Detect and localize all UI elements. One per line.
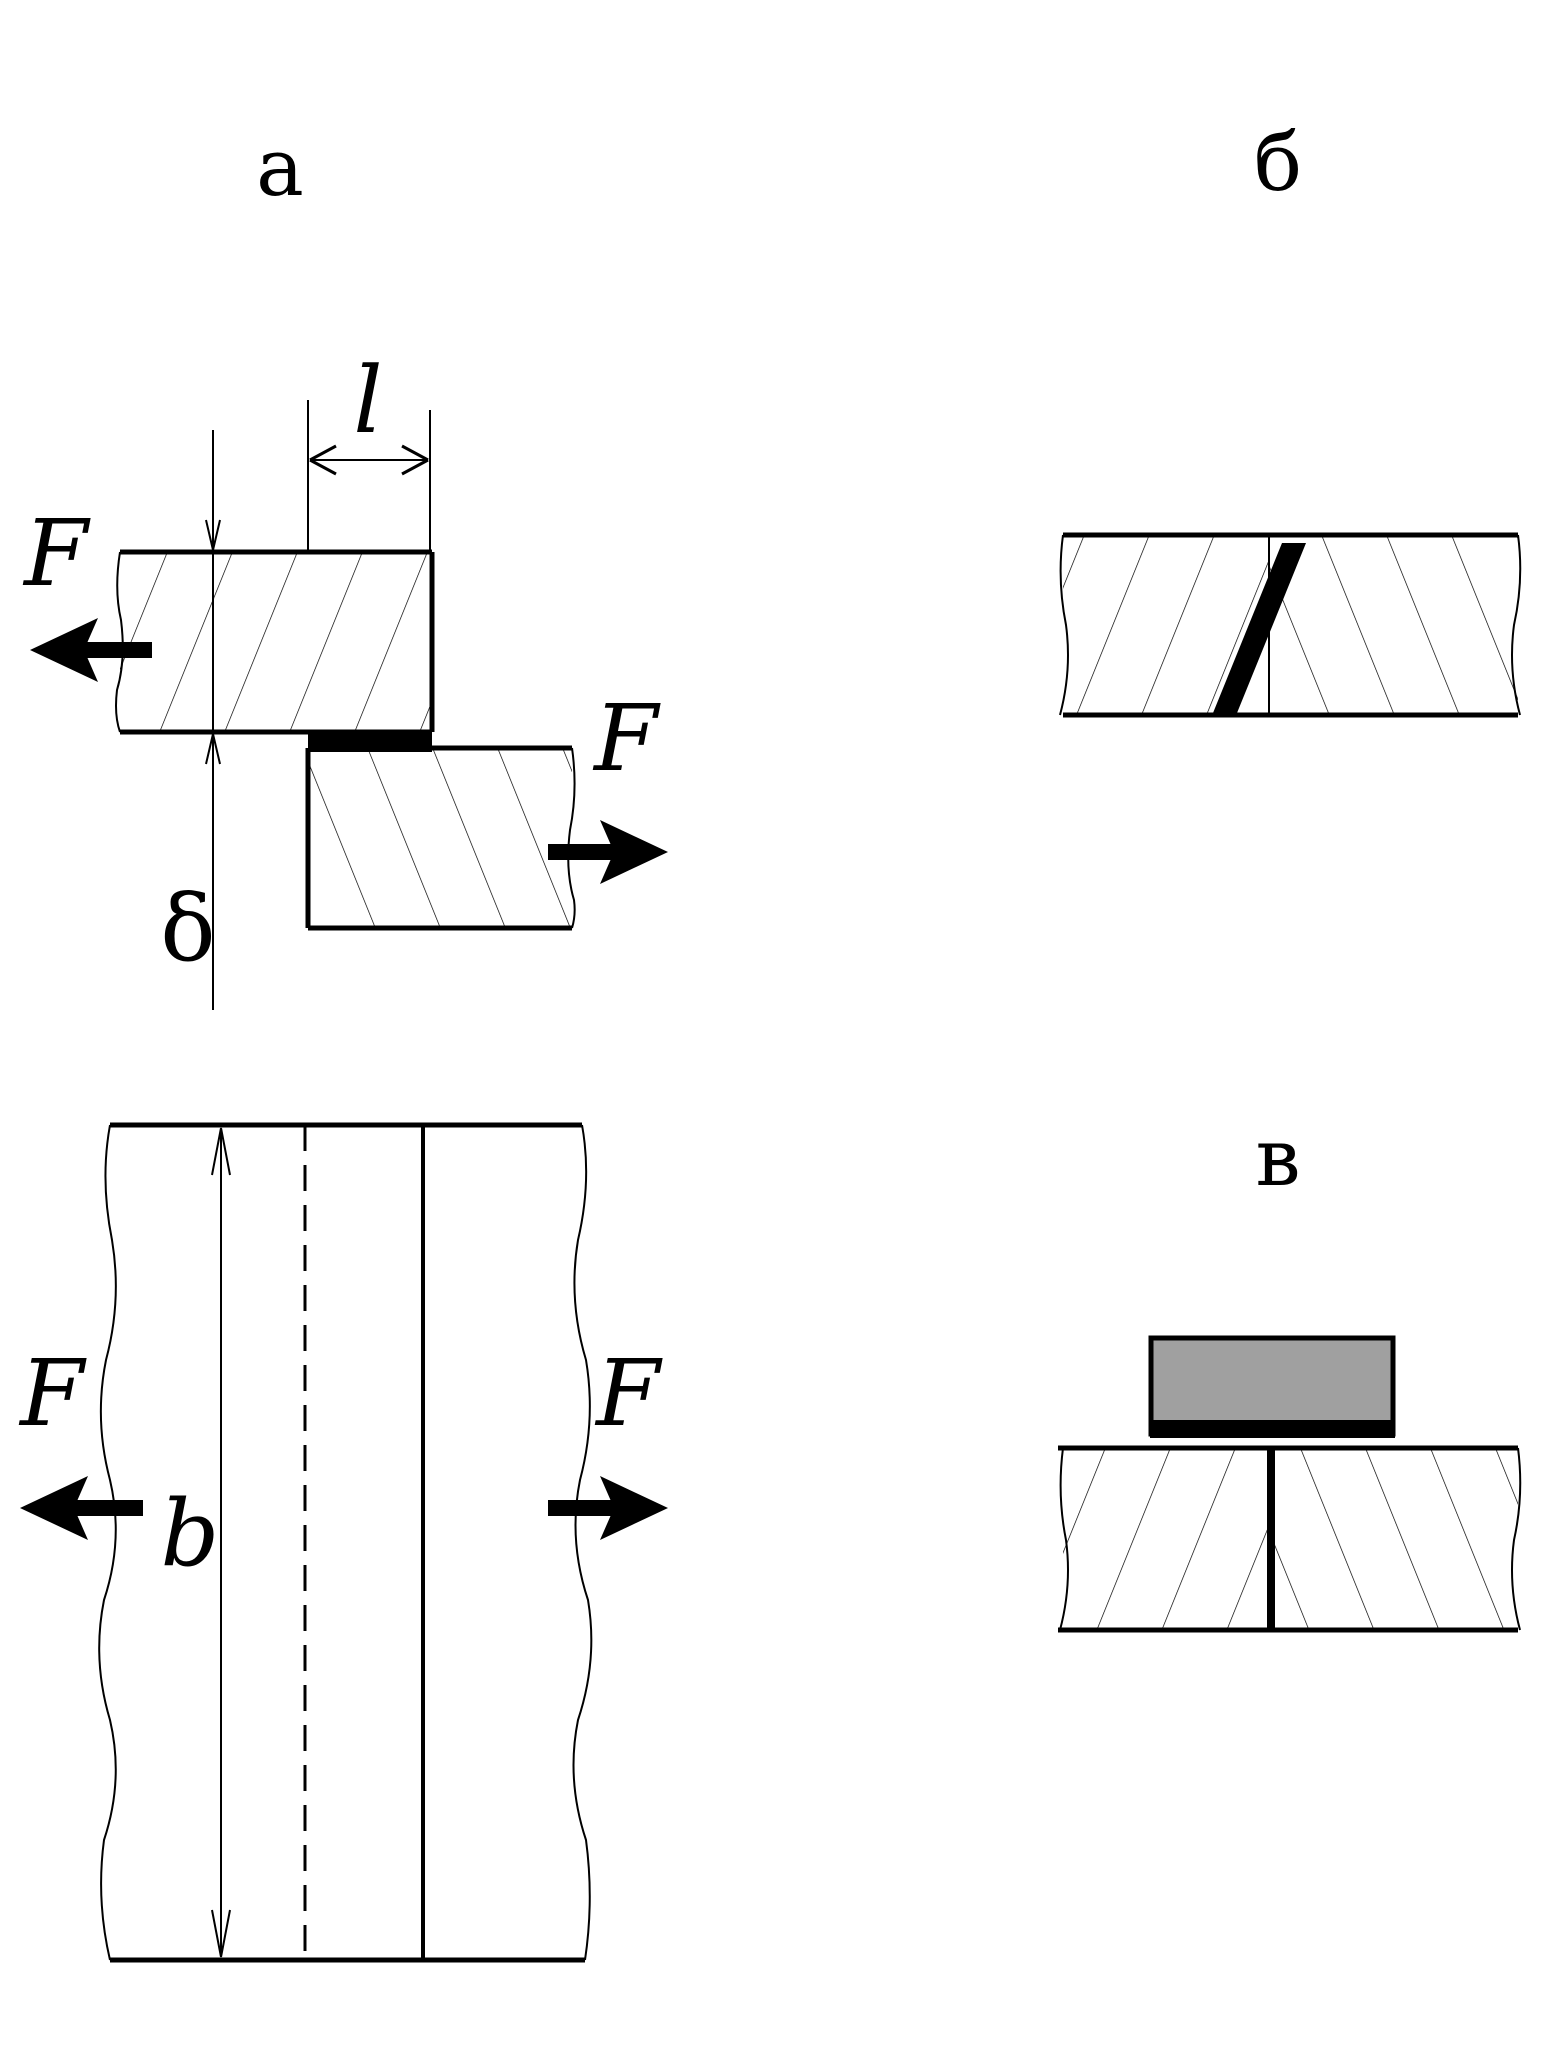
plate-break-right <box>572 1124 593 1961</box>
plate-break-left <box>98 1124 117 1961</box>
overlap-length-symbol: l <box>353 347 382 454</box>
cover-plate-weld <box>1150 1420 1395 1438</box>
force-label-right-plan: F <box>594 1340 663 1447</box>
panel-label-c: в <box>1255 1111 1300 1204</box>
lap-joint-plan-view: b F F <box>18 1122 668 1963</box>
dimension-width <box>211 1127 231 1958</box>
oblique-weld-seam <box>1213 543 1306 713</box>
lap-weld-seam <box>308 730 432 752</box>
upper-plate <box>115 549 435 735</box>
butt-weld-seam <box>1267 1448 1275 1630</box>
force-label-left-section: F <box>22 500 91 607</box>
force-arrow-left-plan <box>20 1476 143 1540</box>
force-label-right-section: F <box>592 685 661 792</box>
dimension-thickness <box>205 430 221 1010</box>
panel-label-a: а <box>256 121 304 214</box>
thickness-symbol: δ <box>160 875 215 982</box>
lower-plate <box>305 745 576 931</box>
cover-plate <box>1148 1335 1396 1437</box>
oblique-butt-joint <box>1059 532 1522 718</box>
force-label-left-plan: F <box>18 1340 87 1447</box>
dimension-l <box>307 400 431 552</box>
force-arrow-right-section <box>548 820 668 884</box>
force-arrow-left-section <box>30 618 152 682</box>
butt-joint-with-cover-plate <box>1058 1335 1522 1633</box>
force-arrow-right-plan <box>548 1476 668 1540</box>
lap-joint-section: l δ F F <box>22 347 668 1010</box>
width-symbol: b <box>161 1480 220 1587</box>
panel-label-b: б <box>1254 116 1302 209</box>
